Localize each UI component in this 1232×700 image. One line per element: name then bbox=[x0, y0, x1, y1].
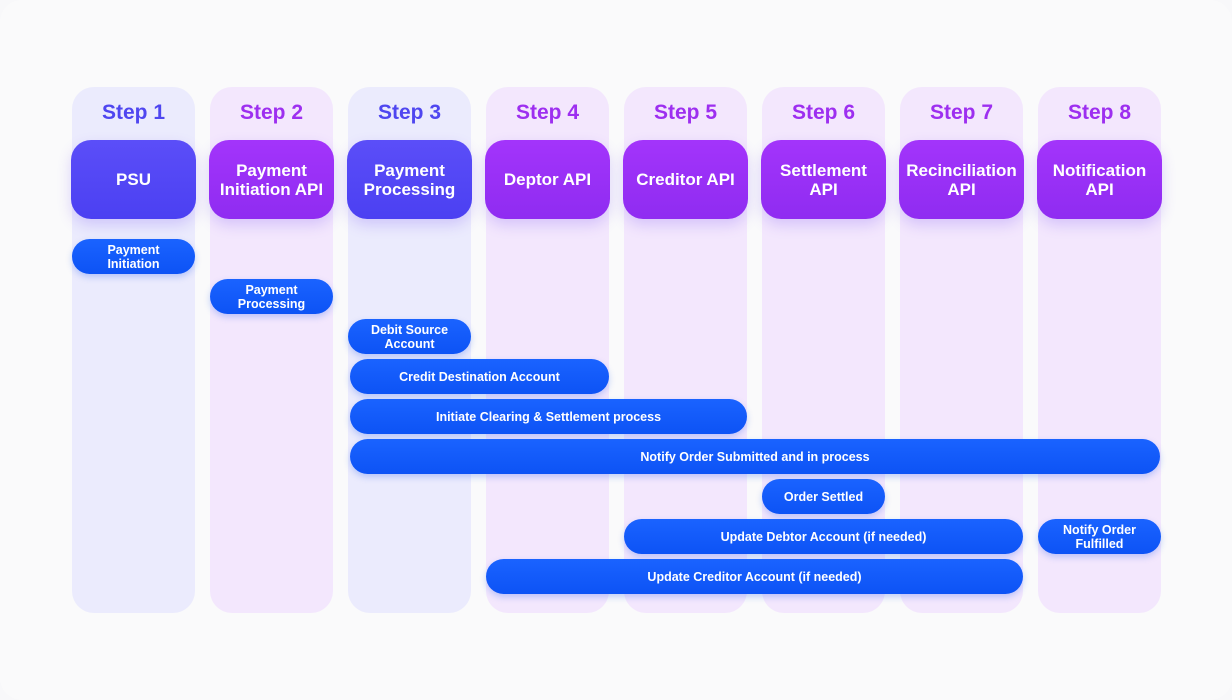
step-2-label: Step 2 bbox=[239, 101, 304, 124]
step-8-label: Step 8 bbox=[1067, 101, 1132, 124]
actor-payment-processing: Payment Processing bbox=[347, 140, 472, 219]
action-credit-destination-account: Credit Destination Account bbox=[350, 359, 609, 394]
step-5-label: Step 5 bbox=[653, 101, 718, 124]
step-1-label: Step 1 bbox=[101, 101, 166, 124]
action-update-creditor-account: Update Creditor Account (if needed) bbox=[486, 559, 1023, 594]
step-7-label: Step 7 bbox=[929, 101, 994, 124]
action-update-debtor-account: Update Debtor Account (if needed) bbox=[624, 519, 1023, 554]
actor-settlement-api: Settlement API bbox=[761, 140, 886, 219]
action-order-settled: Order Settled bbox=[762, 479, 885, 514]
actor-payment-initiation-api: Payment Initiation API bbox=[209, 140, 334, 219]
action-debit-source-account: Debit Source Account bbox=[348, 319, 471, 354]
actor-psu: PSU bbox=[71, 140, 196, 219]
action-notify-order-fulfilled: Notify Order Fulfilled bbox=[1038, 519, 1161, 554]
actor-notification-api: Notification API bbox=[1037, 140, 1162, 219]
step-4-label: Step 4 bbox=[515, 101, 580, 124]
actor-deptor-api: Deptor API bbox=[485, 140, 610, 219]
step-6-label: Step 6 bbox=[791, 101, 856, 124]
action-initiate-clearing-settlement: Initiate Clearing & Settlement process bbox=[350, 399, 747, 434]
action-notify-order-submitted: Notify Order Submitted and in process bbox=[350, 439, 1160, 474]
actor-recinciliation-api: Recinciliation API bbox=[899, 140, 1024, 219]
action-payment-processing: Payment Processing bbox=[210, 279, 333, 314]
action-payment-initiation: Payment Initiation bbox=[72, 239, 195, 274]
actor-creditor-api: Creditor API bbox=[623, 140, 748, 219]
step-3-label: Step 3 bbox=[377, 101, 442, 124]
